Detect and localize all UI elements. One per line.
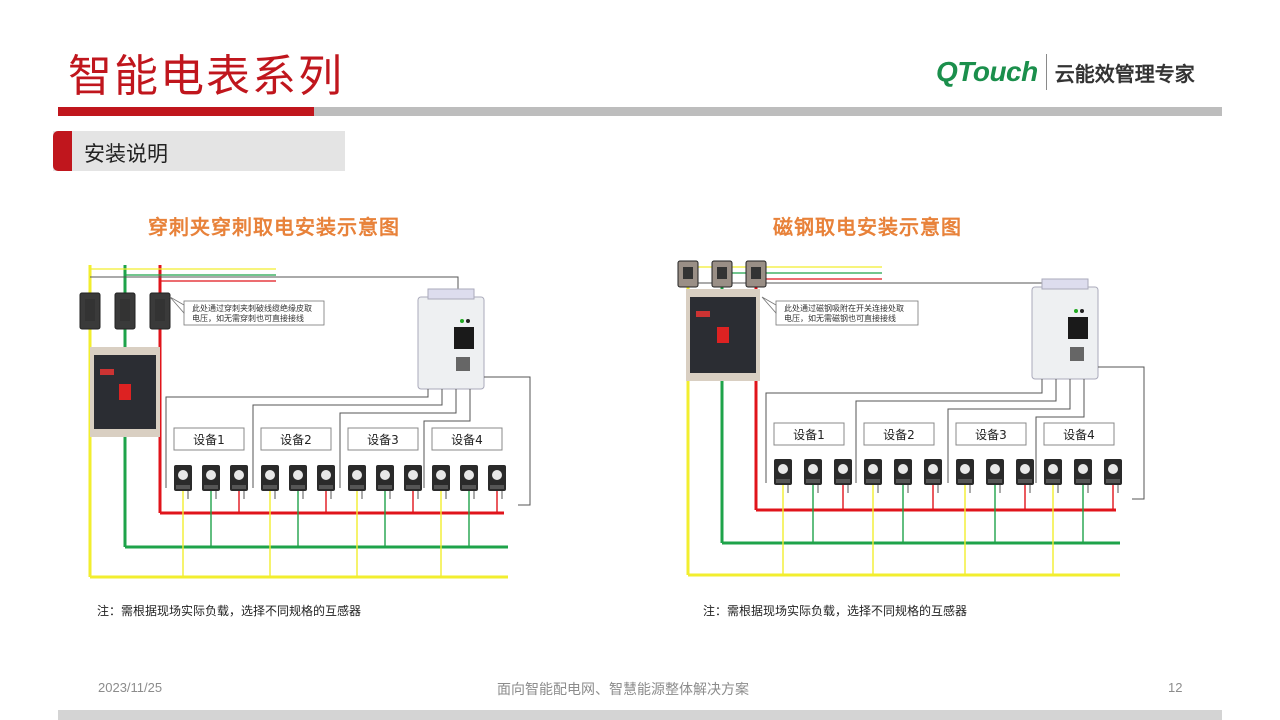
current-transformer [956,459,974,485]
device-box-4 [431,427,503,451]
footer-bar [58,710,1222,720]
circuit-breaker [90,347,160,437]
current-transformer [986,459,1004,485]
footer-tagline: 面向智能配电网、智慧能源整体解决方案 [497,682,749,698]
device-box-2 [260,427,332,451]
logo-slogan: 云能效管理专家 [1054,61,1195,86]
section-tab-marker [53,131,72,171]
device-label-4: 设备4 [451,433,483,447]
current-transformer [1044,459,1062,485]
device-group-1: 设备1 [773,422,845,446]
device-group-3: 设备3 [955,422,1027,446]
current-transformer [894,459,912,485]
piercing-clamp-3 [149,292,171,330]
current-transformer [348,465,366,491]
current-transformer [317,465,335,491]
smart-meter [417,288,485,390]
device-box-1 [173,427,245,451]
signal-wire-1 [765,379,1043,483]
smart-meter [1031,278,1099,380]
magnetic-steel-clamp-3 [745,260,767,288]
signal-wire-2 [252,389,443,488]
callout-text-line2: 电压，如无需磁钢也可直接接线 [784,313,896,323]
current-transformer [804,459,822,485]
signal-wire-3 [339,389,457,488]
magnetic-steel-clamp-2 [711,260,733,288]
current-transformer [1104,459,1122,485]
header-rule-accent [58,107,314,116]
current-transformer [774,459,792,485]
diagram-note-magnetic: 注：需根据现场实际负载，选择不同规格的互感器 [703,604,968,618]
signal-wire-2 [855,379,1057,483]
current-transformer [834,459,852,485]
return-wire [484,376,531,506]
callout-text-line1: 此处通过穿刺夹刺破线缆绝缘皮取 [192,303,312,313]
signal-wire-1 [165,389,429,488]
current-transformer [864,459,882,485]
company-logo: QTouch 云能效管理专家 [936,50,1195,94]
current-transformer [202,465,220,491]
device-group-2: 设备2 [260,427,332,451]
diagram-title-piercing: 穿刺夹穿刺取电安装示意图 [148,215,400,239]
callout-text-line2: 电压，如无需穿刺也可直接接线 [192,313,304,323]
current-transformer [261,465,279,491]
section-tab [53,131,345,171]
current-transformer [289,465,307,491]
current-transformer [376,465,394,491]
current-transformer [404,465,422,491]
signal-wire-4 [1035,379,1085,483]
current-transformer [1074,459,1092,485]
device-label-2: 设备2 [280,433,312,447]
logo-brand-text: QTouch [936,56,1038,87]
footer-date: 2023/11/25 [98,680,163,695]
diagram-title-magnetic: 磁钢取电安装示意图 [773,215,962,239]
current-transformer [460,465,478,491]
page-title: 智能电表系列 [68,51,344,102]
device-box-1 [773,422,845,446]
device-group-1: 设备1 [173,427,245,451]
callout-text-line1: 此处通过磁钢吸附在开关连接处取 [784,303,904,313]
current-transformer [230,465,248,491]
device-group-3: 设备3 [347,427,419,451]
device-box-4 [1043,422,1115,446]
device-label-2: 设备2 [883,428,915,442]
logo-divider [1045,54,1047,90]
current-transformer [924,459,942,485]
current-transformer [432,465,450,491]
device-box-2 [863,422,935,446]
device-group-2: 设备2 [863,422,935,446]
section-label: 安装说明 [84,142,168,166]
device-group-4: 设备4 [431,427,503,451]
device-label-1: 设备1 [793,428,825,442]
device-box-3 [347,427,419,451]
current-transformer [488,465,506,491]
tap-wire-neutral [90,276,459,297]
return-wire [1098,366,1145,500]
header-rule [314,107,1222,116]
device-box-3 [955,422,1027,446]
piercing-clamp-1 [79,292,101,330]
circuit-breaker [686,289,760,381]
signal-wire-3 [947,379,1071,483]
device-label-4: 设备4 [1063,428,1095,442]
current-transformer [1016,459,1034,485]
device-label-1: 设备1 [193,433,225,447]
piercing-clamp-2 [114,292,136,330]
current-transformer [174,465,192,491]
device-label-3: 设备3 [367,433,399,447]
diagram-note-piercing: 注：需根据现场实际负载，选择不同规格的互感器 [97,604,362,618]
page-number: 12 [1168,680,1183,695]
device-group-4: 设备4 [1043,422,1115,446]
device-label-3: 设备3 [975,428,1007,442]
signal-wire-4 [423,389,471,488]
magnetic-steel-clamp-1 [677,260,699,288]
